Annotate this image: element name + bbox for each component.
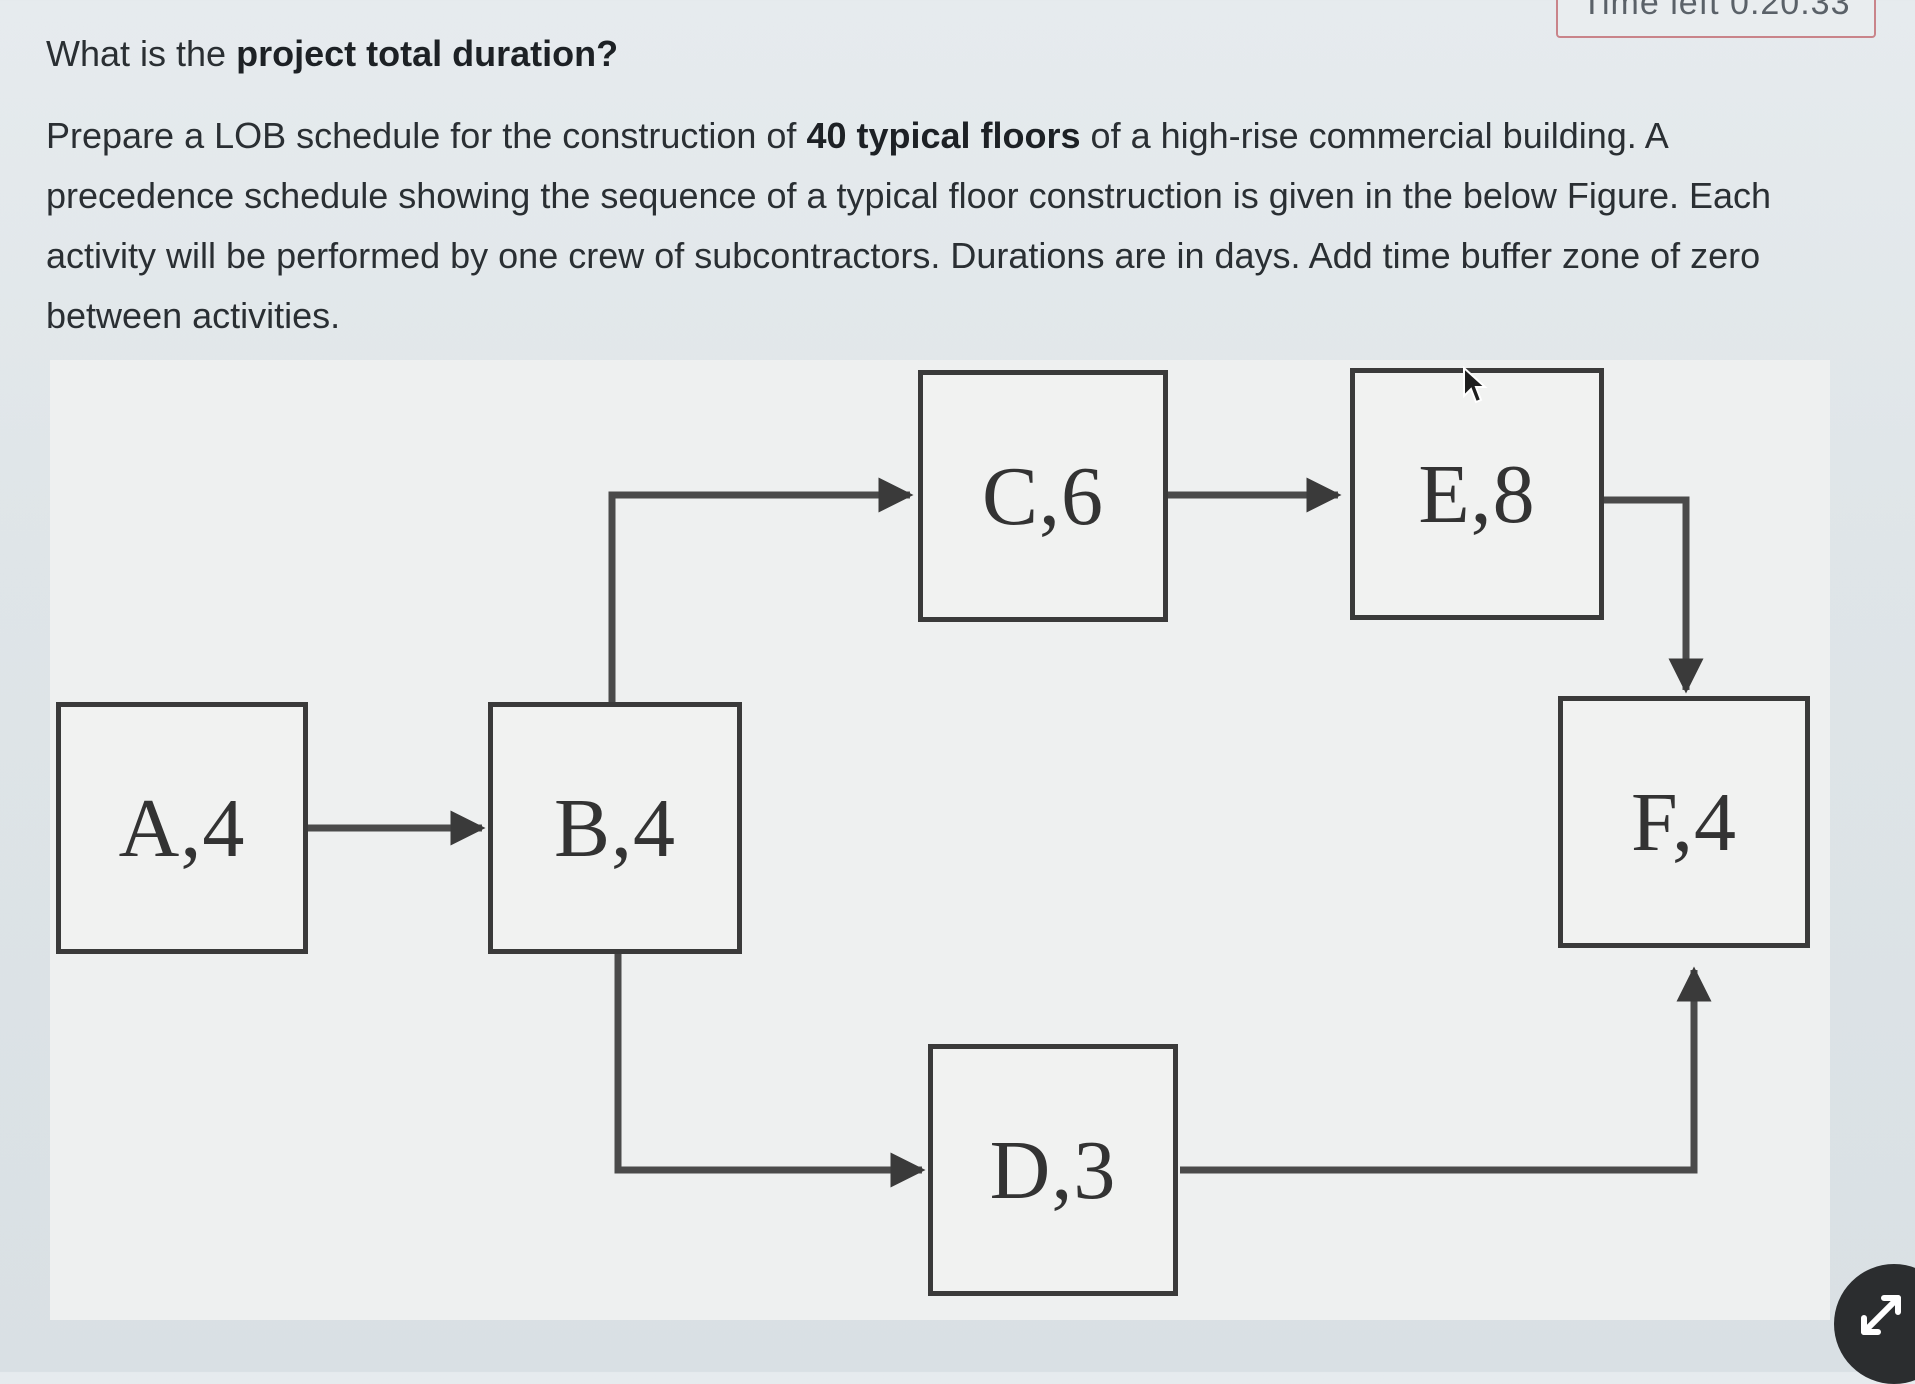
question-title: What is the project total duration?	[46, 30, 1806, 78]
question-bold: project total duration?	[236, 33, 619, 74]
description-part2: of a high-rise commercial building. A pr…	[46, 115, 1772, 336]
activity-node-f: F,4	[1558, 696, 1810, 948]
activity-node-c: C,6	[918, 370, 1168, 622]
activity-label-b: B,4	[553, 781, 677, 875]
activity-label-d: D,3	[989, 1123, 1117, 1217]
question-description: Prepare a LOB schedule for the construct…	[46, 106, 1826, 346]
description-part1: Prepare a LOB schedule for the construct…	[46, 115, 807, 156]
activity-node-d: D,3	[928, 1044, 1178, 1296]
edge-b-d	[614, 950, 926, 1188]
activity-label-a: A,4	[118, 781, 246, 875]
activity-label-c: C,6	[981, 449, 1105, 543]
edge-e-f	[1604, 496, 1704, 694]
edge-d-f	[1180, 966, 1712, 1174]
time-left-text: Time left 0:20:33	[1581, 0, 1851, 22]
time-left-box: Time left 0:20:33	[1556, 0, 1876, 38]
description-bold: 40 typical floors	[806, 115, 1081, 156]
diagram-connectors	[308, 477, 1712, 1188]
expand-icon	[1861, 1295, 1901, 1335]
mouse-pointer-icon	[1462, 365, 1488, 411]
precedence-diagram: A,4 B,4 C,6 D,3 E,8 F,4	[50, 360, 1830, 1320]
activity-label-f: F,4	[1631, 775, 1737, 869]
activity-node-e: E,8	[1350, 368, 1604, 620]
expand-image-button[interactable]	[1834, 1264, 1915, 1384]
activity-node-b: B,4	[488, 702, 742, 954]
activity-label-e: E,8	[1418, 447, 1536, 541]
question-prefix: What is the	[46, 33, 237, 74]
activity-node-a: A,4	[56, 702, 308, 954]
edge-b-c	[608, 477, 914, 705]
